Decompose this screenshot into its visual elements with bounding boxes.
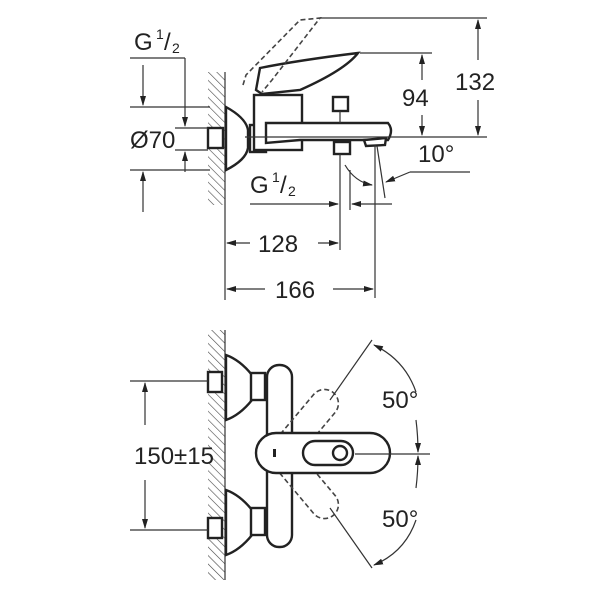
escutcheon: [224, 104, 250, 172]
lever-handle: [254, 51, 361, 96]
svg-text:/: /: [164, 29, 171, 56]
spout: [264, 121, 393, 145]
dim-94: 94: [402, 85, 429, 112]
wall-nut: [206, 126, 225, 150]
dim-10-deg: 10°: [418, 141, 454, 168]
wall-nut-bottom: [206, 516, 224, 540]
dim-150-tolerance: 150±15: [134, 443, 214, 470]
outlet-connector: [332, 140, 352, 156]
dim-128: 128: [258, 231, 298, 258]
thread-label-left: G 1 / 2: [134, 26, 180, 56]
angle-up-50: 50°: [382, 387, 418, 414]
angle-down-50: 50°: [382, 506, 418, 533]
wall-nut-top: [206, 370, 224, 394]
dim-166: 166: [275, 277, 315, 304]
diverter-knob: [331, 95, 350, 113]
lever-button: [331, 444, 349, 462]
dim-diameter-70: Ø70: [130, 127, 175, 154]
spout-outlet: [362, 136, 388, 148]
thread-label-bottom: G 1 / 2: [250, 169, 296, 199]
svg-text:1: 1: [156, 26, 164, 42]
svg-text:2: 2: [288, 183, 296, 199]
lever-raised-outline: [242, 17, 322, 93]
front-view: 50° 50° 150±15: [130, 330, 430, 580]
escutcheon-bottom: [224, 488, 254, 557]
svg-text:2: 2: [172, 40, 180, 56]
side-view: 94 132 10° G 1 / 2 128 166 G 1 / 2 Ø70: [130, 17, 495, 304]
escutcheon-top: [224, 353, 254, 422]
dim-132: 132: [455, 69, 495, 96]
hex-nut-bottom: [249, 506, 267, 537]
svg-text:G: G: [134, 29, 153, 56]
svg-text:/: /: [280, 172, 287, 199]
hex-nut-top: [249, 371, 267, 402]
svg-text:G: G: [250, 172, 269, 199]
svg-text:1: 1: [272, 169, 280, 185]
